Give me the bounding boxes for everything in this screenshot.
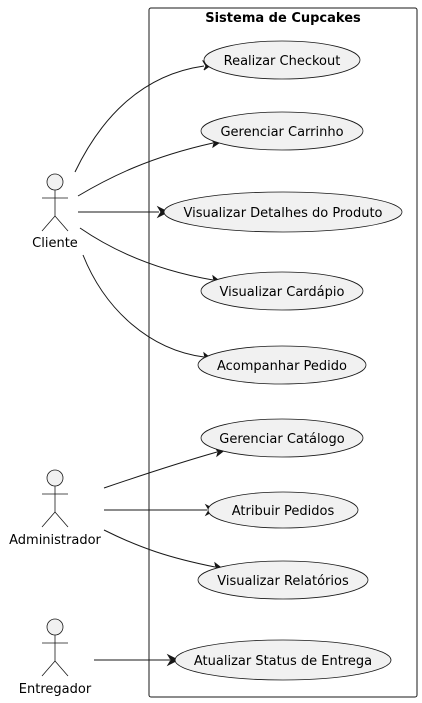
stick-figure-icon — [41, 618, 69, 677]
actor-head — [46, 618, 64, 636]
use-case-ellipse — [200, 111, 364, 151]
association-administrador-catalogo — [103, 451, 218, 489]
actor-cliente: Cliente — [32, 173, 78, 251]
use-cases: Realizar Checkout Gerenciar Carrinho Vis… — [163, 40, 403, 681]
use-case-atualizar-status-entrega: Atualizar Status de Entrega — [174, 639, 392, 681]
use-case-ellipse — [200, 271, 364, 311]
actor-left-leg — [41, 215, 56, 232]
actor-name: Administrador — [9, 533, 101, 548]
use-case-ellipse — [197, 560, 369, 600]
use-case-visualizar-relatorios: Visualizar Relatórios — [197, 560, 369, 600]
actor-head — [46, 469, 64, 487]
actor-administrador: Administrador — [9, 469, 102, 548]
use-case-label: Gerenciar Carrinho — [220, 125, 343, 140]
use-case-visualizar-detalhes-produto: Visualizar Detalhes do Produto — [163, 191, 403, 233]
use-case-atribuir-pedidos: Atribuir Pedidos — [207, 491, 359, 529]
actor-right-leg — [54, 660, 69, 677]
actor-right-leg — [54, 511, 69, 528]
stick-figure-icon — [41, 173, 69, 232]
association-administrador-relatorios — [103, 529, 216, 568]
use-case-realizar-checkout: Realizar Checkout — [203, 40, 361, 80]
use-case-ellipse — [200, 418, 364, 458]
association-cliente-acompanhar — [82, 254, 205, 358]
use-case-label: Atribuir Pedidos — [232, 504, 335, 519]
use-case-label: Atualizar Status de Entrega — [194, 654, 372, 669]
use-case-gerenciar-carrinho: Gerenciar Carrinho — [200, 111, 364, 151]
system-title: Sistema de Cupcakes — [205, 11, 361, 26]
association-cliente-checkout — [74, 65, 205, 173]
use-case-label: Visualizar Detalhes do Produto — [183, 206, 382, 221]
arrowhead-status — [166, 653, 180, 667]
arrowhead-detalhes — [156, 205, 170, 219]
association-cliente-carrinho — [77, 142, 214, 197]
use-case-ellipse — [203, 40, 361, 80]
actor-name: Cliente — [32, 236, 78, 251]
use-case-label: Acompanhar Pedido — [217, 359, 347, 374]
associations — [74, 65, 218, 661]
actor-head — [46, 173, 64, 191]
use-case-ellipse — [197, 345, 367, 385]
use-case-label: Visualizar Relatórios — [217, 574, 349, 589]
use-case-label: Visualizar Cardápio — [220, 285, 345, 300]
actor-right-leg — [54, 215, 69, 232]
use-case-label: Gerenciar Catálogo — [219, 432, 344, 447]
actor-left-leg — [41, 660, 56, 677]
use-case-acompanhar-pedido: Acompanhar Pedido — [197, 345, 367, 385]
use-case-ellipse — [207, 491, 359, 529]
use-case-label: Realizar Checkout — [224, 54, 341, 69]
use-case-ellipse — [174, 639, 392, 681]
association-cliente-cardapio — [79, 227, 214, 281]
actor-name: Entregador — [19, 682, 92, 697]
use-case-visualizar-cardapio: Visualizar Cardápio — [200, 271, 364, 311]
stick-figure-icon — [41, 469, 69, 528]
use-case-ellipse — [163, 191, 403, 233]
actor-entregador: Entregador — [19, 618, 92, 697]
actor-left-leg — [41, 511, 56, 528]
use-case-gerenciar-catalogo: Gerenciar Catálogo — [200, 418, 364, 458]
